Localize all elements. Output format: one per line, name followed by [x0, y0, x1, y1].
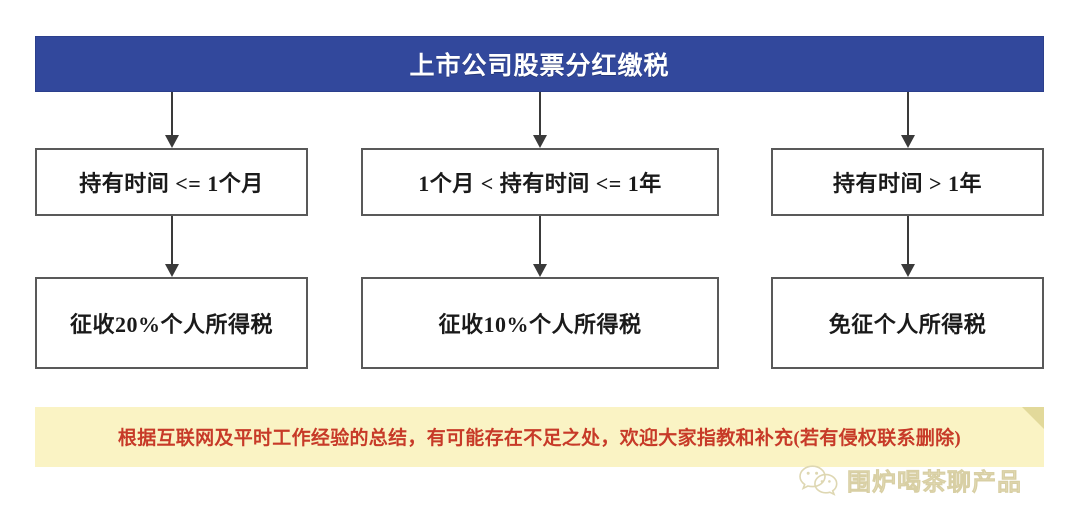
- arrow-shaft: [539, 216, 541, 264]
- condition-label-2: 1个月 < 持有时间 <= 1年: [418, 171, 662, 196]
- watermark: 围炉喝茶聊产品: [797, 462, 1022, 497]
- arrow-shaft: [907, 216, 909, 264]
- arrow-shaft: [907, 92, 909, 135]
- result-label-2: 征收10%个人所得税: [438, 312, 642, 337]
- condition-box-2: 1个月 < 持有时间 <= 1年: [361, 148, 719, 216]
- arrow-shaft: [171, 216, 173, 264]
- arrow-head-icon: [165, 135, 179, 148]
- result-label-3: 免征个人所得税: [828, 312, 987, 337]
- arrow-condition-1-to-result-1: [165, 216, 179, 277]
- condition-box-3: 持有时间 > 1年: [771, 148, 1044, 216]
- arrow-title-to-condition-2: [533, 92, 547, 148]
- arrow-head-icon: [533, 135, 547, 148]
- result-box-2: 征收10%个人所得税: [361, 277, 719, 369]
- page-title: 上市公司股票分红缴税: [409, 53, 670, 80]
- condition-box-1: 持有时间 <= 1个月: [35, 148, 308, 216]
- arrow-head-icon: [901, 264, 915, 277]
- arrow-condition-3-to-result-3: [901, 216, 915, 277]
- note-corner-fold-icon: [1022, 407, 1044, 429]
- watermark-account-name: 围炉喝茶聊产品: [847, 470, 1022, 497]
- diagram-title-banner: 上市公司股票分红缴税: [35, 36, 1044, 92]
- arrow-title-to-condition-1: [165, 92, 179, 148]
- result-box-1: 征收20%个人所得税: [35, 277, 308, 369]
- result-label-1: 征收20%个人所得税: [69, 312, 273, 337]
- condition-label-3: 持有时间 > 1年: [832, 171, 983, 196]
- wechat-icon: [797, 463, 839, 497]
- condition-label-1: 持有时间 <= 1个月: [79, 171, 264, 196]
- result-box-3: 免征个人所得税: [771, 277, 1044, 369]
- arrow-shaft: [171, 92, 173, 135]
- arrow-title-to-condition-3: [901, 92, 915, 148]
- arrow-head-icon: [165, 264, 179, 277]
- arrow-shaft: [539, 92, 541, 135]
- disclaimer-text: 根据互联网及平时工作经验的总结，有可能存在不足之处，欢迎大家指教和补充(若有侵权…: [117, 427, 962, 449]
- arrow-condition-2-to-result-2: [533, 216, 547, 277]
- arrow-head-icon: [533, 264, 547, 277]
- disclaimer-note: 根据互联网及平时工作经验的总结，有可能存在不足之处，欢迎大家指教和补充(若有侵权…: [35, 407, 1044, 467]
- arrow-head-icon: [901, 135, 915, 148]
